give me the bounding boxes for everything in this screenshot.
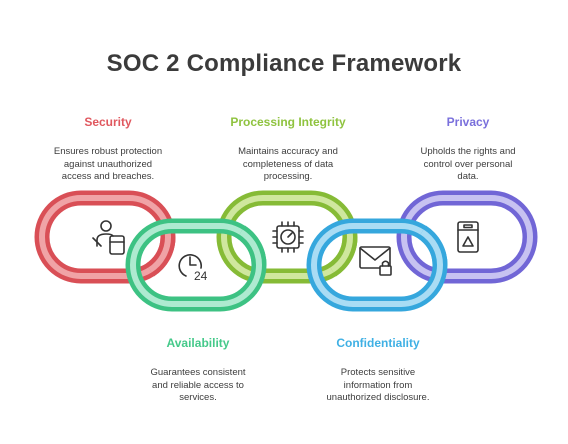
availability-desc-line: services. (179, 392, 217, 403)
confidentiality-link-overlap (417, 225, 448, 266)
security-link-overlap (145, 236, 176, 277)
availability-desc-line: and reliable access to (152, 379, 244, 391)
processing-integrity-label: Processing Integrity Maintains accuracy … (198, 115, 378, 184)
privacy-heading: Privacy (446, 115, 490, 129)
confidentiality-desc-line: Protects sensitive (340, 367, 416, 378)
clock-24-text: 24 (194, 269, 208, 283)
privacy-label: Privacy Upholds the rights and control o… (378, 115, 558, 184)
availability-link-overlap (236, 225, 267, 266)
confidentiality-desc-line: unauthorized disclosure. (326, 392, 430, 403)
availability-description: Guarantees consistent and reliable acces… (108, 367, 288, 405)
processing-desc-line: processing. (263, 171, 313, 182)
privacy-desc-line: Upholds the rights and (420, 146, 516, 157)
confidentiality-heading: Confidentiality (336, 336, 420, 350)
mail-lock-icon (359, 246, 392, 276)
privacy-description: Upholds the rights and control over pers… (378, 146, 558, 184)
processing-integrity-heading: Processing Integrity (230, 115, 346, 129)
privacy-desc-line: control over personal (423, 158, 513, 170)
privacy-desc-line: data. (457, 171, 479, 182)
confidentiality-label: Confidentiality Protects sensitive infor… (288, 336, 468, 405)
file-cabinet-icon (457, 221, 479, 253)
user-lock-icon (92, 220, 125, 255)
processing-desc-line: completeness of data (242, 158, 334, 170)
page-title: SOC 2 Compliance Framework (106, 50, 462, 77)
confidentiality-desc-line: information from (343, 379, 413, 391)
processing-link-overlap (327, 236, 358, 277)
security-desc-line: access and breaches. (61, 171, 155, 182)
security-desc-line: against unauthorized (63, 158, 153, 170)
availability-heading: Availability (166, 336, 230, 350)
security-description: Ensures robust protection against unauth… (18, 146, 198, 184)
processing-integrity-description: Maintains accuracy and completeness of d… (198, 146, 378, 184)
privacy-link (396, 190, 538, 284)
confidentiality-description: Protects sensitive information from unau… (288, 367, 468, 405)
processing-desc-line: Maintains accuracy and (238, 146, 338, 157)
cpu-gauge-icon (272, 221, 304, 253)
availability-desc-line: Guarantees consistent (150, 367, 246, 378)
security-desc-line: Ensures robust protection (53, 146, 163, 157)
clock-24-icon: 24 (178, 254, 208, 283)
security-heading: Security (84, 115, 132, 129)
availability-label: Availability Guarantees consistent and r… (108, 336, 288, 405)
security-label: Security Ensures robust protection again… (18, 115, 198, 184)
